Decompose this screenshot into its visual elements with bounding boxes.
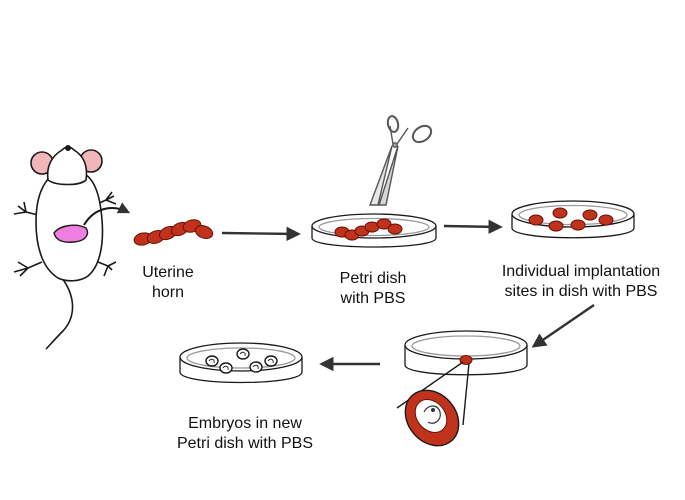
magnifier-cone-icon [396,361,470,447]
label-implantation: Individual implantation sites in dish wi… [486,262,676,302]
curved-arrow [83,202,131,226]
embryo-icon [205,348,278,374]
label-implantation-line1: Individual implantation [501,263,661,280]
label-embryos-line2: Petri dish with PBS [176,435,314,452]
uterus-icon [53,224,89,243]
label-uterine-horn-line2: horn [151,284,185,301]
label-implantation-line2: sites in dish with PBS [504,283,658,300]
label-petri-dish: Petri dish with PBS [318,269,428,309]
implantation-sites [528,207,614,232]
embryo-detail [208,351,274,371]
arrow-right-1 [221,226,301,242]
mouse-icon [13,145,117,350]
label-petri-dish-line1: Petri dish [339,270,407,287]
label-uterine-horn: Uterine horn [138,263,198,303]
label-uterine-horn-line1: Uterine [142,264,194,281]
dish1-tissue [334,218,403,241]
petri-dish-icon [404,330,528,376]
label-embryos: Embryos in new Petri dish with PBS [160,414,330,454]
scissors-icon [368,115,433,206]
uterine-horn [133,219,214,246]
label-embryos-line1: Embryos in new [188,415,302,432]
label-petri-dish-line2: with PBS [340,290,406,307]
arrow-diagonal [531,304,595,348]
arrow-right-2 [443,219,503,234]
